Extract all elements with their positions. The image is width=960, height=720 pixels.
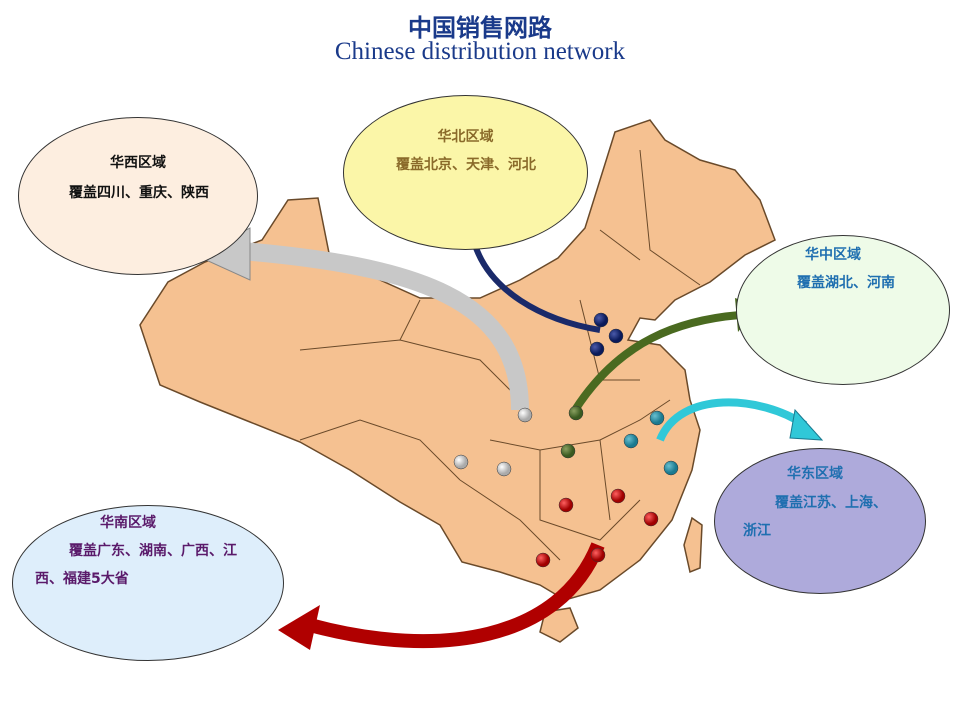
south-dot: [535, 552, 551, 568]
central-arrow: [571, 311, 741, 413]
region-bubble-east: 华东区域 覆盖江苏、上海、 浙江: [714, 448, 926, 594]
mainland-shape: [139, 119, 776, 643]
region-coverage: 覆盖北京、天津、河北: [396, 157, 536, 173]
east-dot: [649, 410, 665, 426]
title-chinese: 中国销售网路: [408, 14, 552, 42]
region-coverage: 覆盖广东、湖南、广西、江: [69, 543, 237, 559]
north-dot: [593, 312, 609, 328]
west-dot: [517, 407, 533, 423]
title-english: Chinese distribution network: [334, 38, 626, 65]
region-coverage-cont: 浙江: [743, 523, 771, 539]
region-name: 华西区域: [110, 155, 166, 171]
central-dot: [560, 443, 576, 459]
region-name: 华南区域: [100, 515, 156, 531]
region-bubble-central: 华中区域 覆盖湖北、河南: [736, 235, 950, 385]
region-coverage: 覆盖江苏、上海、: [775, 495, 887, 511]
south-dot: [558, 497, 574, 513]
west-dot: [496, 461, 512, 477]
region-bubble-south: 华南区域 覆盖广东、湖南、广西、江 西、福建5大省: [12, 505, 284, 661]
region-bubble-north: 华北区域 覆盖北京、天津、河北: [343, 95, 588, 250]
central-dot: [568, 405, 584, 421]
region-name: 华中区域: [805, 247, 861, 263]
province-borders: [299, 149, 701, 561]
south-dot: [610, 488, 626, 504]
east-arrow: [656, 398, 808, 442]
city-dots: [453, 312, 679, 568]
west-arrow: [229, 241, 529, 411]
south-dot: [643, 511, 659, 527]
south-arrowhead-icon: [278, 605, 320, 650]
east-dot: [623, 433, 639, 449]
north-dot: [589, 341, 605, 357]
north-arrow: [472, 244, 601, 333]
south-arrow: [308, 542, 605, 649]
region-name: 华东区域: [787, 466, 843, 482]
region-coverage: 覆盖四川、重庆、陕西: [69, 185, 209, 201]
region-name: 华北区域: [437, 129, 494, 145]
west-dot: [453, 454, 469, 470]
north-dot: [608, 328, 624, 344]
region-coverage-cont: 西、福建5大省: [35, 571, 129, 587]
region-bubble-west: 华西区域 覆盖四川、重庆、陕西: [18, 117, 258, 275]
east-arrowhead-icon: [789, 408, 824, 441]
south-dot: [590, 547, 606, 563]
region-coverage: 覆盖湖北、河南: [797, 275, 895, 291]
east-dot: [663, 460, 679, 476]
